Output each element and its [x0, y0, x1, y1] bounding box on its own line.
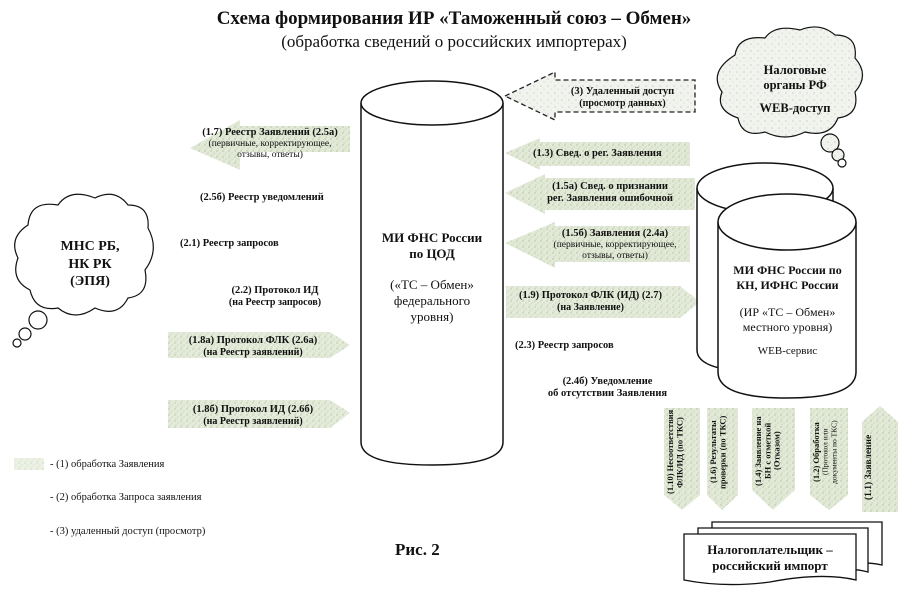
center-db-line1: МИ ФНС России — [381, 230, 483, 245]
flow-1-9-main: (1.9) Протокол ФЛК (ИД) (2.7) — [518, 290, 663, 301]
right-db-line4: местного уровня) — [742, 320, 833, 334]
flow-2-5b: (2.5б) Реестр уведомлений — [200, 192, 324, 203]
arrow-1-8b — [168, 400, 350, 428]
flow-1-7-sub1: (первичные, корректирующее, — [208, 139, 332, 150]
taxpayer-document — [683, 521, 883, 586]
left-cloud-line2: НК РК — [68, 256, 112, 272]
flow-2-3: (2.3) Реестр запросов — [515, 340, 614, 351]
flow-1-5b-sub1: (первичные, корректирующее, — [553, 240, 677, 251]
flow-1-8a-main: (1.8а) Протокол ФЛК (2.6а) — [188, 335, 318, 346]
taxpayer-label: Налогоплательщик – российский импорт — [686, 542, 854, 575]
flow-1-7-main: (1.7) Реестр Заявлений (2.5а) — [202, 127, 338, 138]
right-db-line2: КН, ИФНС России — [736, 278, 839, 292]
arrow-1-5b — [505, 222, 690, 268]
flow-1-3: (1.3) Свед. о рег. Заявления — [533, 148, 662, 159]
flow-2-4b-sub1: об отсутствии Заявления — [547, 388, 668, 400]
right-cloud-label: Налоговые органы РФ WEB-доступ — [740, 63, 850, 117]
center-database — [360, 80, 504, 466]
arrow-1-4 — [752, 408, 795, 510]
arrow-1-8a — [168, 332, 350, 358]
page-title: Схема формирования ИР «Таможенный союз –… — [216, 8, 692, 29]
right-cloud-line2: органы РФ — [763, 78, 827, 92]
flow-1-9-sub1: (на Заявление) — [557, 302, 624, 314]
legend-item-3: - (3) удаленный доступ (просмотр) — [50, 526, 206, 537]
flow-1-4: (1.4) Заявление на БН с отметкой (Отказо… — [753, 412, 794, 490]
flow-1-2-line3: документы по ТКС) — [829, 420, 839, 484]
flow-3-remote: (3) Удаленный доступ (просмотр данных) — [555, 86, 690, 110]
center-database-label: МИ ФНС России по ЦОД («ТС – Обмен» федер… — [362, 230, 502, 325]
right-db-line5: WEB-сервис — [757, 345, 818, 357]
flow-2-2-sub1: (на Реестр запросов) — [228, 297, 322, 309]
center-db-line5: уровня) — [410, 309, 454, 324]
arrow-1-9 — [506, 286, 700, 318]
figure-caption: Рис. 2 — [395, 540, 440, 559]
flow-1-2-line2: (Протокол или — [820, 428, 830, 476]
flow-1-6-line2: проверки (по ТКС) — [717, 415, 728, 489]
center-db-line3: («ТС – Обмен» — [390, 276, 474, 292]
flow-1-6: (1.6) Результаты проверки (по ТКС) — [708, 412, 737, 492]
flow-2-1: (2.1) Реестр запросов — [180, 238, 279, 249]
flow-1-10-line2: ФЛК/ИД (по ТКС) — [674, 417, 685, 489]
flow-1-5b-sub2: отзывы, ответы) — [582, 250, 648, 261]
right-cloud-line3: WEB-доступ — [759, 101, 831, 115]
taxpayer-line2: российский импорт — [712, 558, 828, 574]
page-subtitle: (обработка сведений о российских импорте… — [281, 32, 627, 51]
arrow-1-6 — [707, 408, 738, 510]
right-cloud — [716, 26, 864, 168]
center-db-line4: федерального — [393, 292, 471, 308]
flow-1-8b-main: (1.8б) Протокол ИД (2.6б) — [192, 404, 314, 415]
left-cloud-label: МНС РБ, НК РК (ЭПЯ) — [40, 238, 140, 291]
right-database-label: МИ ФНС России по КН, ИФНС России (ИР «ТС… — [720, 263, 855, 359]
left-cloud-line1: МНС РБ, — [60, 239, 120, 254]
arrow-3-remote-access — [503, 70, 696, 122]
flow-1-10: (1.10) Несоответствия ФЛК/ИД (по ТКС) — [665, 410, 698, 494]
flow-1-5b: (1.5б) Заявления (2.4а) (первичные, корр… — [545, 228, 685, 262]
flow-1-5b-main: (1.5б) Заявления (2.4а) — [561, 228, 669, 239]
flow-1-7-sub2: отзывы, ответы) — [237, 149, 303, 160]
legend-item-1: - (1) обработка Заявления — [50, 459, 165, 470]
right-db-line1: МИ ФНС России по — [733, 263, 842, 277]
flow-1-8a-sub1: (на Реестр заявлений) — [203, 347, 303, 359]
flow-1-2: (1.2) Обработка (Протокол или документы … — [811, 412, 847, 492]
arrow-1-7 — [190, 120, 350, 170]
flow-1-8b: (1.8б) Протокол ИД (2.6б) (на Реестр зая… — [173, 404, 333, 428]
legend-item-2: - (2) обработка Запроса заявления — [50, 492, 202, 503]
arrow-1-5a — [505, 174, 695, 214]
arrow-1-1 — [862, 406, 898, 512]
right-cloud-line1: Налоговые — [763, 63, 827, 77]
flow-2-4b-main: (2.4б) Уведомление — [562, 376, 653, 387]
taxpayer-line1: Налогоплательщик – — [707, 542, 833, 557]
flow-1-8a: (1.8а) Протокол ФЛК (2.6а) (на Реестр за… — [173, 335, 333, 359]
flow-2-4b: (2.4б) Уведомление об отсутствии Заявлен… — [540, 376, 675, 400]
flow-3-main: (3) Удаленный доступ — [570, 86, 675, 97]
arrow-1-3 — [505, 138, 690, 170]
left-cloud — [12, 193, 154, 348]
flow-1-4-line3: (Отказом) — [771, 431, 782, 471]
arrow-1-10 — [664, 408, 700, 510]
flow-1-5a-sub1: рег. Заявления ошибочной — [547, 193, 673, 205]
flow-1-9: (1.9) Протокол ФЛК (ИД) (2.7) (на Заявле… — [508, 290, 673, 314]
left-cloud-line3: (ЭПЯ) — [70, 274, 110, 289]
center-db-line2: по ЦОД — [409, 246, 455, 262]
flow-2-2-main: (2.2) Протокол ИД — [231, 285, 319, 296]
legend-swatch — [14, 458, 44, 470]
flow-1-5a-main: (1.5а) Свед. о признании — [552, 181, 668, 192]
flow-1-1-line1: (1.1) Заявление — [864, 434, 874, 501]
flow-1-8b-sub1: (на Реестр заявлений) — [203, 416, 303, 428]
flow-3-sub1: (просмотр данных) — [579, 98, 666, 110]
arrow-1-2 — [810, 408, 848, 510]
flow-1-1: (1.1) Заявление — [864, 425, 896, 510]
right-database-front — [717, 193, 857, 399]
flow-2-2: (2.2) Протокол ИД (на Реестр запросов) — [205, 285, 345, 309]
flow-1-5a: (1.5а) Свед. о признании рег. Заявления … — [530, 181, 690, 205]
flow-1-7: (1.7) Реестр Заявлений (2.5а) (первичные… — [195, 127, 345, 161]
right-db-line3: (ИР «ТС – Обмен» — [739, 305, 836, 319]
